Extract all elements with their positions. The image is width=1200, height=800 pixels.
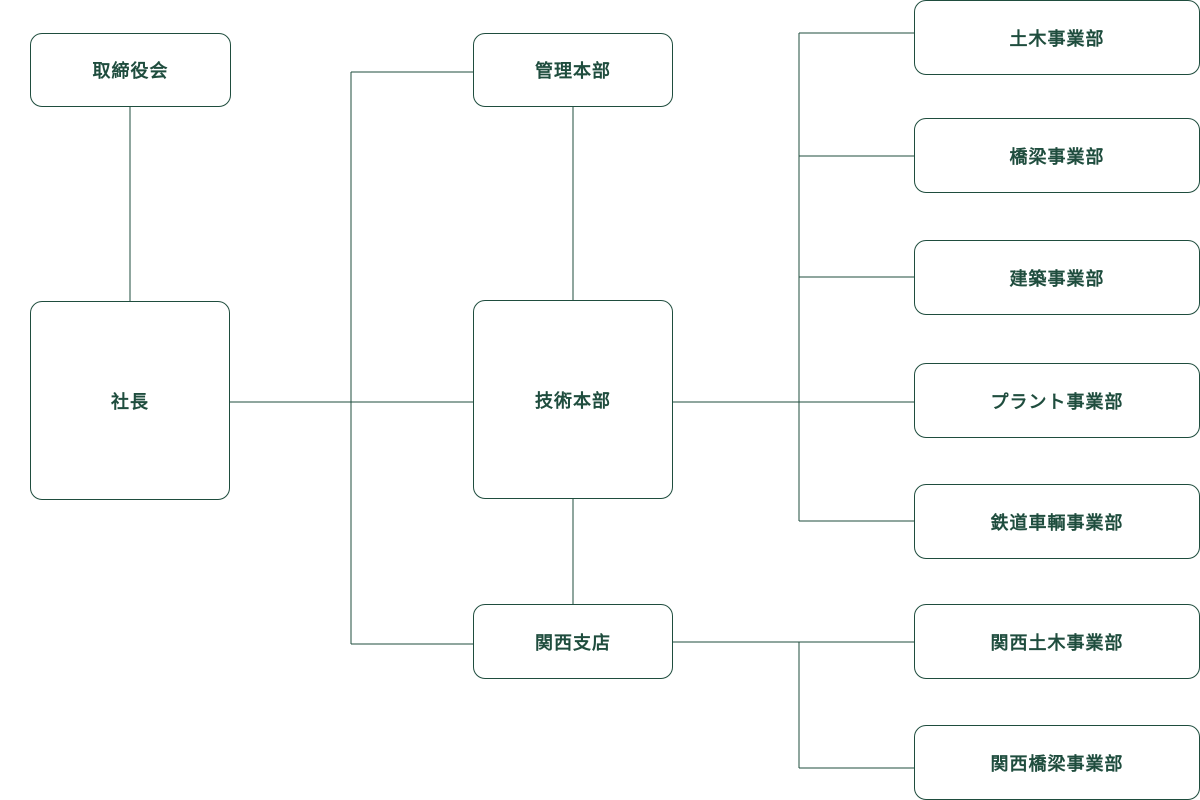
node-kansai-branch: 関西支店: [473, 604, 673, 679]
node-kansai-bridge-div-label: 関西橋梁事業部: [990, 753, 1124, 775]
node-kansai-civil-div: 関西土木事業部: [914, 604, 1200, 679]
node-railway-div-label: 鉄道車輌事業部: [990, 512, 1124, 534]
node-president: 社長: [30, 301, 230, 500]
node-admin-hq: 管理本部: [473, 33, 673, 107]
node-civil-div: 土木事業部: [914, 0, 1200, 75]
node-board-label: 取締役会: [92, 61, 169, 82]
node-tech-hq-label: 技術本部: [535, 390, 611, 412]
node-building-div: 建築事業部: [914, 240, 1200, 315]
node-bridge-div: 橋梁事業部: [914, 118, 1200, 193]
node-kansai-civil-div-label: 関西土木事業部: [990, 632, 1124, 654]
node-kansai-branch-label: 関西支店: [535, 632, 611, 654]
node-president-label: 社長: [111, 391, 149, 413]
node-railway-div: 鉄道車輌事業部: [914, 484, 1200, 559]
node-civil-div-label: 土木事業部: [1009, 28, 1105, 50]
node-plant-div: プラント事業部: [914, 363, 1200, 438]
node-plant-div-label: プラント事業部: [990, 391, 1124, 413]
node-bridge-div-label: 橋梁事業部: [1009, 146, 1105, 168]
node-tech-hq: 技術本部: [473, 300, 673, 499]
node-board: 取締役会: [30, 33, 231, 107]
node-kansai-bridge-div: 関西橋梁事業部: [914, 725, 1200, 800]
node-building-div-label: 建築事業部: [1009, 268, 1105, 290]
node-admin-hq-label: 管理本部: [535, 61, 611, 82]
